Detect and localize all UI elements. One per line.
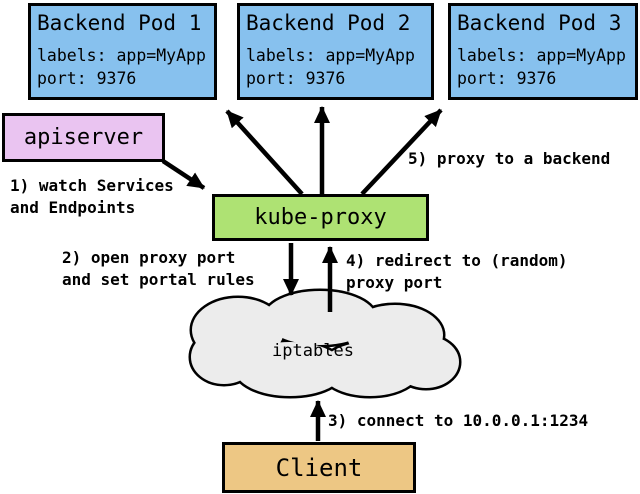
annotation-step2: 2) open proxy port and set portal rules — [62, 247, 255, 291]
backend-pod-3-box: Backend Pod 3 labels: app=MyApp port: 93… — [448, 3, 638, 100]
iptables-cloud — [188, 288, 462, 399]
apiserver-label: apiserver — [23, 125, 144, 150]
annotation-step1: 1) watch Services and Endpoints — [10, 175, 174, 219]
kube-proxy-box: kube-proxy — [212, 194, 429, 241]
annotation-line: 5) proxy to a backend — [408, 149, 611, 168]
pod-title: Backend Pod 3 — [457, 11, 622, 35]
annotation-line: proxy port — [346, 273, 443, 292]
pod-port-text: port: 9376 — [457, 69, 557, 89]
pod-labels-text: labels: app=MyApp — [37, 46, 206, 66]
arrow-kubeproxy-to-pod3 — [360, 108, 443, 196]
arrow-apiserver-to-kubeproxy — [161, 159, 206, 190]
backend-pod-1-box: Backend Pod 1 labels: app=MyApp port: 93… — [28, 3, 217, 100]
annotation-line: 2) open proxy port — [62, 248, 236, 267]
pod-port-text: port: 9376 — [37, 69, 137, 89]
pod-labels-text: labels: app=MyApp — [457, 46, 626, 66]
annotation-step5: 5) proxy to a backend — [408, 148, 610, 170]
annotation-line: 3) connect to 10.0.0.1:1234 — [328, 411, 589, 430]
annotation-step3: 3) connect to 10.0.0.1:1234 — [328, 410, 588, 432]
pod-port-text: port: 9376 — [246, 69, 346, 89]
annotation-line: 4) redirect to (random) — [346, 251, 568, 270]
annotation-line: 1) watch Services — [10, 176, 174, 195]
apiserver-box: apiserver — [2, 113, 165, 162]
iptables-label: iptables — [272, 341, 354, 361]
pod-title: Backend Pod 1 — [37, 11, 202, 35]
arrow-kubeproxy-to-pod1 — [225, 109, 304, 196]
client-box: Client — [222, 442, 416, 493]
client-label: Client — [275, 453, 363, 482]
kube-proxy-label: kube-proxy — [254, 205, 387, 230]
annotation-line: and Endpoints — [10, 198, 136, 217]
annotation-step4: 4) redirect to (random) proxy port — [346, 250, 568, 294]
pod-labels-text: labels: app=MyApp — [246, 46, 415, 66]
annotation-line: and set portal rules — [62, 270, 255, 289]
pod-title: Backend Pod 2 — [246, 11, 411, 35]
backend-pod-2-box: Backend Pod 2 labels: app=MyApp port: 93… — [237, 3, 434, 100]
